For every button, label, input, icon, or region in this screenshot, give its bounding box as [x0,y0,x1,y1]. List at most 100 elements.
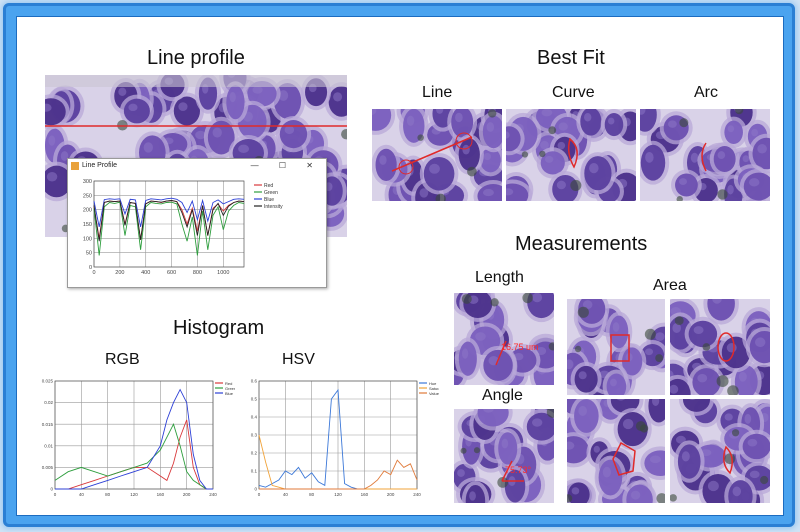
y-tick-label: 100 [83,236,92,242]
y-tick-label: 0.3 [251,433,258,438]
cell-nucleus [584,156,612,191]
legend-label: Saturation [429,386,439,391]
y-tick-label: 0.025 [42,379,54,384]
cell-nucleus [749,330,770,364]
y-tick-label: 0.01 [44,443,53,448]
cell-nucleus [598,459,623,496]
area-image-4 [670,399,770,503]
nucleus-highlight [649,455,661,464]
nucleus-highlight [475,332,486,341]
dark-speck [735,109,744,115]
best-fit-arc-image [640,109,770,201]
series-line-red [55,419,213,490]
nucleus-highlight [278,90,289,101]
dark-speck [473,447,480,454]
x-tick-label: 40 [283,492,289,497]
length-image [454,293,554,385]
nucleus-highlight [712,299,722,304]
dark-speck [644,328,656,340]
legend-label: Value [429,391,439,396]
dark-speck [674,316,684,326]
nucleus-highlight [238,144,250,153]
nucleus-highlight [652,399,660,406]
fit-arc [701,142,707,172]
nucleus-highlight [128,103,138,112]
measurements-heading: Measurements [515,233,648,255]
nucleus-highlight [697,373,708,383]
series-line-green [54,423,213,490]
series-line-value [259,459,418,490]
dark-speck [727,385,739,395]
cell-nucleus [458,138,480,171]
cell-nucleus [648,399,665,423]
nucleus-highlight [747,438,758,447]
nucleus-highlight [717,151,726,159]
rgb-label: RGB [105,351,140,368]
nucleus-highlight [284,125,295,135]
line-profile-window-titlebar[interactable]: Line Profile — ☐ ✕ [68,159,326,173]
nucleus-highlight [333,92,343,102]
dark-speck [724,453,736,465]
y-tick-label: 0.02 [44,400,53,405]
nucleus-highlight [506,131,510,139]
y-tick-label: 200 [83,208,92,214]
nucleus-highlight [622,418,634,430]
cell-nucleus [734,365,758,395]
nucleus-highlight [419,188,429,198]
dark-speck [570,179,582,191]
nucleus-highlight [483,152,492,161]
x-tick-label: 200 [183,492,191,497]
nucleus-highlight [60,151,69,162]
x-tick-label: 240 [209,492,217,497]
nucleus-highlight [469,491,476,501]
y-tick-label: 250 [83,193,92,199]
x-tick-label: 0 [258,492,261,497]
x-tick-label: 80 [105,492,111,497]
nucleus-highlight [379,155,387,165]
cell-nucleus [742,433,770,460]
y-tick-label: 50 [86,251,92,257]
series-line-intensity [93,200,245,242]
y-tick-label: 0.015 [42,422,54,427]
cell-nucleus [683,399,710,412]
histogram-heading: Histogram [173,317,265,339]
dark-speck [548,342,554,351]
nucleus-highlight [675,435,686,444]
fit-curve [567,137,578,169]
nucleus-highlight [178,102,188,111]
nucleus-highlight [589,162,599,174]
best-fit-curve-label: Curve [552,84,595,101]
cell-nucleus [328,86,347,117]
nucleus-highlight [679,178,687,186]
nucleus-highlight [506,188,514,196]
legend-label: Intensity [264,204,283,210]
cell-nucleus [724,120,743,145]
y-tick-label: 0.1 [251,469,258,474]
cell-nucleus [458,341,477,376]
cell-nucleus [713,145,736,172]
nucleus-highlight [668,120,677,128]
window-controls[interactable]: — ☐ ✕ [250,161,322,170]
cell-nucleus [644,450,665,477]
y-tick-label: 0.005 [42,465,54,470]
nucleus-highlight [212,127,222,138]
y-tick-label: 300 [83,179,92,185]
legend-label: Green [264,190,278,196]
legend-label: Red [264,183,273,189]
dark-speck [461,293,472,304]
cell-nucleus [498,432,518,465]
nucleus-highlight [610,378,617,387]
x-tick-label: 200 [387,492,395,497]
cell-nucleus [423,157,455,191]
y-tick-label: 0.5 [251,397,258,402]
plot-frame [93,180,245,268]
cell-nucleus [688,320,718,348]
legend-label: Blue [225,391,234,396]
nucleus-highlight [672,323,682,334]
nucleus-highlight [544,155,554,163]
x-tick-label: 240 [413,492,421,497]
dark-speck [341,129,347,140]
